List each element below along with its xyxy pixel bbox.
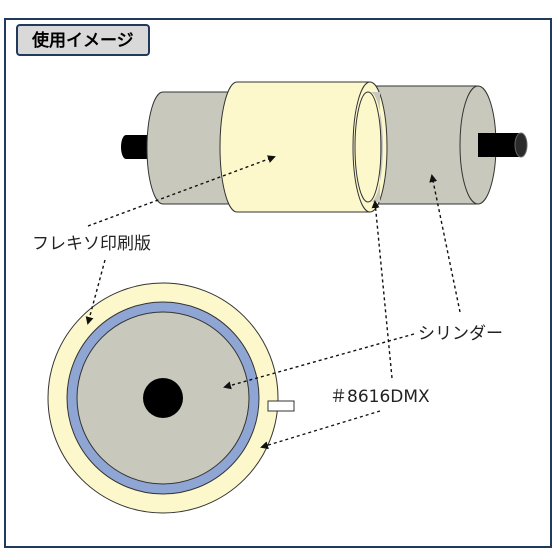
leader-tape-bottom xyxy=(260,410,381,450)
figure-title: 使用イメージ xyxy=(16,24,150,56)
label-tape: ＃8616DMX xyxy=(330,387,430,407)
label-cylinder: シリンダー xyxy=(418,324,503,344)
left-shaft-end xyxy=(121,135,131,159)
tape-layer-edge xyxy=(354,91,382,203)
leader-lines xyxy=(85,155,461,450)
leader-cylinder-top xyxy=(429,174,461,313)
leader-tape-top xyxy=(371,200,393,379)
flexo-plate-sleeve xyxy=(219,81,371,213)
label-flexo-plate: フレキソ印刷版 xyxy=(32,234,151,254)
shaft-section xyxy=(143,378,183,418)
cylinder-left-section xyxy=(146,91,238,205)
cylinder-side-view xyxy=(121,81,528,213)
leader-plate-bottom xyxy=(85,259,106,325)
plate-gap xyxy=(267,400,295,412)
right-shaft-end xyxy=(514,132,528,158)
leader-cylinder-bottom xyxy=(223,333,415,390)
cylinder-cross-section xyxy=(47,282,295,514)
